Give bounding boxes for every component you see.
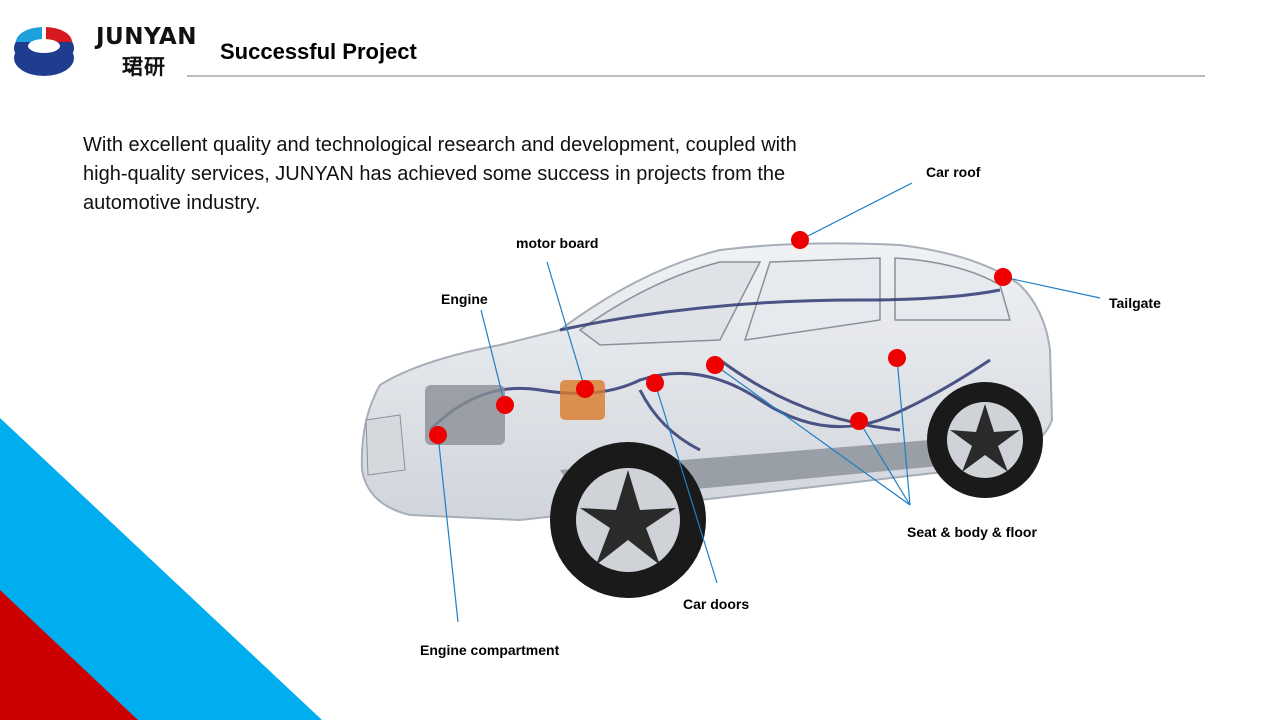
label-motor-board: motor board [516, 235, 599, 251]
marker-seat-front[interactable] [706, 356, 724, 374]
leader-seat-1 [714, 364, 911, 506]
junyan-logo: JUNYAN 珺研 [12, 18, 197, 80]
label-seat-body-floor: Seat & body & floor [907, 524, 1037, 540]
leader-car-doors [654, 382, 718, 584]
label-engine: Engine [441, 291, 488, 307]
leader-engine-compartment [437, 434, 459, 623]
label-car-roof: Car roof [926, 164, 981, 180]
logo-mark-icon [14, 26, 74, 76]
red-triangle [0, 590, 138, 720]
leader-motor-board [546, 261, 586, 390]
leader-seat-2 [896, 357, 911, 506]
leader-engine [480, 309, 506, 406]
front-wheel [550, 442, 706, 598]
marker-car-doors[interactable] [646, 374, 664, 392]
marker-tailgate[interactable] [994, 268, 1012, 286]
marker-engine[interactable] [496, 396, 514, 414]
wiring-harness [428, 288, 1001, 452]
marker-engine-compartment[interactable] [429, 426, 447, 444]
marker-seat-rear[interactable] [888, 349, 906, 367]
cyan-triangle [0, 418, 322, 720]
front-grille [365, 414, 406, 476]
logo-chinese: 珺研 [122, 55, 166, 79]
page-title: Successful Project [220, 39, 417, 64]
label-tailgate: Tailgate [1109, 295, 1161, 311]
marker-floor[interactable] [850, 412, 868, 430]
leader-car-roof [799, 182, 913, 241]
rear-wheel [927, 382, 1043, 498]
intro-paragraph: With excellent quality and technological… [83, 134, 797, 214]
leader-tailgate [1002, 276, 1101, 299]
car-side-window [743, 257, 881, 341]
logo-wordmark: JUNYAN [96, 24, 197, 50]
car-windshield [578, 261, 762, 346]
label-car-doors: Car doors [683, 596, 750, 612]
car-illustration [360, 242, 1054, 598]
marker-motor-board[interactable] [576, 380, 594, 398]
leader-seat-3 [858, 420, 911, 506]
car-rear-window [894, 257, 1011, 321]
title-divider [187, 75, 1205, 77]
marker-car-roof[interactable] [791, 231, 809, 249]
label-engine-compartment: Engine compartment [420, 642, 560, 658]
